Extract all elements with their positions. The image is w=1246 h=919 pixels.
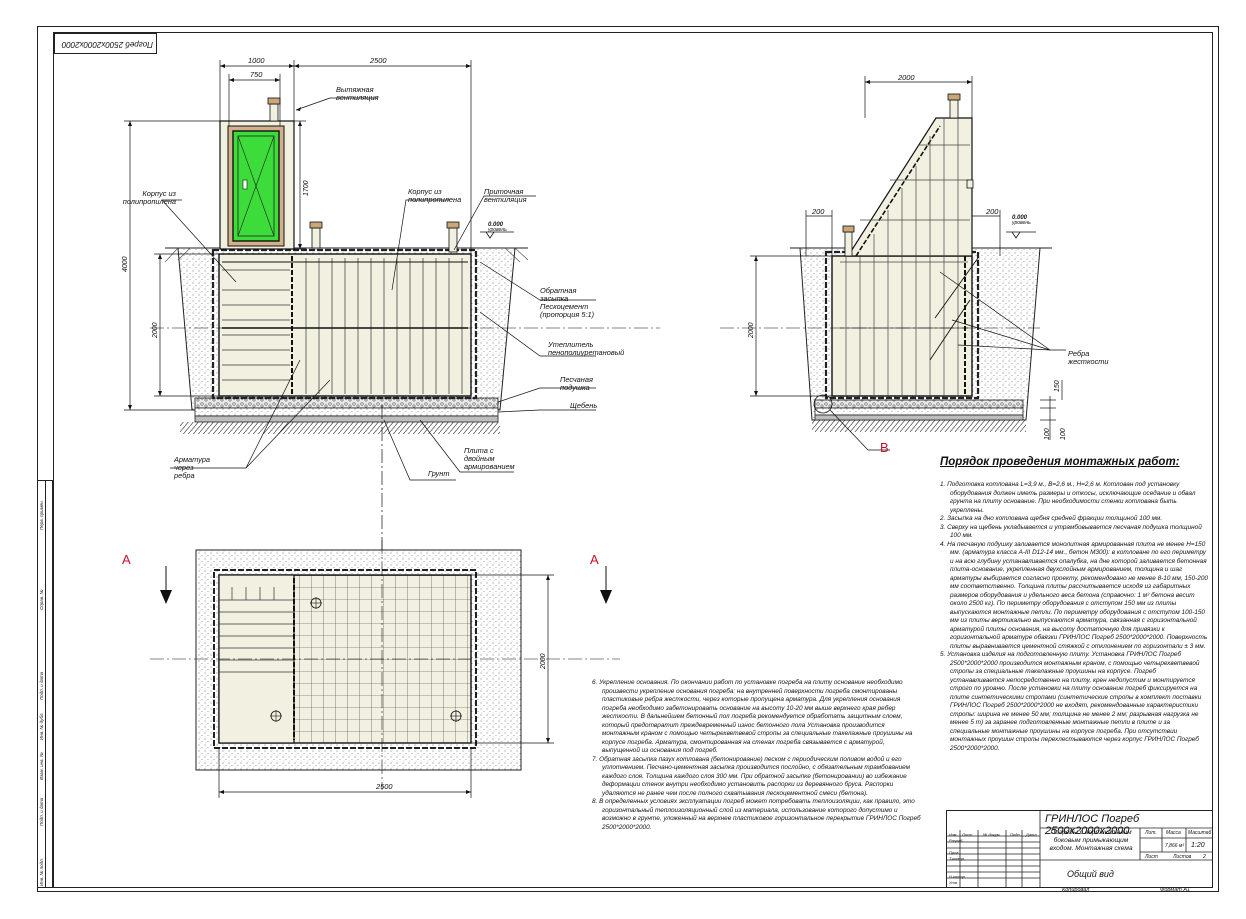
procedure-right: 1. Подготовка котлована L=3,9 м., B=2,6 … xyxy=(940,481,1210,754)
label-slab: Плита с двойным армированием xyxy=(464,446,515,472)
title-block-col-scale: Масштаб xyxy=(1188,830,1212,836)
title-block-row-0: Изм. xyxy=(949,832,958,837)
title-block-volume: 7,866 м³ xyxy=(1165,843,1184,849)
procedure-left: 6. Укрепление основания. По окончании ра… xyxy=(592,679,922,832)
title-block-col-lit: Лит. xyxy=(1145,830,1157,836)
label-supply-vent: Приточная вентиляция xyxy=(484,187,527,205)
side-strip-label-4: Подп. и дата xyxy=(39,671,44,700)
procedure-item-1: 1. Подготовка котлована L=3,9 м., B=2,6 … xyxy=(940,481,1196,514)
label-sand-cushion: Песчаная подушка xyxy=(560,375,593,393)
ground-hatch xyxy=(180,422,500,434)
dim-150: 150 xyxy=(1054,380,1061,392)
title-block-row-9: Утв. xyxy=(949,880,959,885)
label-exhaust-vent: Вытяжная вентиляция xyxy=(336,85,379,103)
title-block-row-8: Н.контр. xyxy=(949,874,966,879)
dim-200-b: 200 xyxy=(986,207,999,216)
title-block-grid xyxy=(946,810,1213,888)
dim-2000-right: 2000 xyxy=(748,322,755,338)
side-section-view xyxy=(150,76,1066,451)
dim-2500-top: 2500 xyxy=(370,56,387,65)
title-block-row-7: Т.контр. xyxy=(949,856,966,861)
dim-750: 750 xyxy=(250,70,263,79)
procedure-item-3: 3. Сверху на щебень укладывается и утрам… xyxy=(940,523,1202,540)
side-strip-label-1: Подп. и дата xyxy=(39,797,44,826)
side-strip-label-2: Взам. инв. № xyxy=(39,752,44,780)
level-left: 0.000 xyxy=(488,222,504,228)
procedure-item-5: 5. Установка изделия на подготовленную п… xyxy=(940,651,1202,752)
sand-layer xyxy=(194,407,499,417)
section-mark-a-left: А xyxy=(122,552,131,567)
supply-vent-pipe xyxy=(448,227,458,253)
title-block-row-4: Дата xyxy=(1026,832,1037,837)
title-block-col-mass: Масса xyxy=(1166,830,1181,836)
level-right: 0.000 xyxy=(1012,215,1028,221)
sheet-border xyxy=(37,26,1219,892)
label-body-pp-left: Корпус из полипропилена xyxy=(122,189,176,207)
side-strip-label-0: Инв. № подл. xyxy=(39,858,44,886)
label-rebar: Арматура через ребра xyxy=(174,455,211,481)
procedure-item-8: 8. В определенных условиях эксплуатации … xyxy=(592,798,921,831)
title-block-row-2: № докум. xyxy=(983,832,1001,837)
label-backfill: Обратная засыпка Пескоцемент (пропорция … xyxy=(540,286,595,320)
side-strip-2 xyxy=(37,480,46,888)
format-label: Формат А1 xyxy=(1160,887,1191,893)
title-block-sheet: Лист xyxy=(1145,854,1158,860)
slab-layer xyxy=(194,415,499,423)
title-block-row-3: Подп. xyxy=(1010,832,1021,837)
dim-200-a: 200 xyxy=(812,207,825,216)
title-block-row-1: Лист xyxy=(962,832,973,837)
level-right-sub: уровень xyxy=(1012,220,1031,226)
title-block-row-6: Пров. xyxy=(949,850,960,855)
label-insulation: Утеплитель пенополиуретановый xyxy=(548,340,625,358)
dim-1700: 1700 xyxy=(303,180,310,196)
drawing-frame xyxy=(53,32,1213,888)
gravel-layer xyxy=(194,397,499,409)
exhaust-vent-pipe xyxy=(269,103,279,122)
label-body-pp-center: Корпус из полипропилена xyxy=(408,187,462,205)
procedure-item-7: 7. Обратная засыпка пазух котлована (бет… xyxy=(592,755,911,797)
side-strip-label-3: Инв. № дубл. xyxy=(39,712,44,740)
procedure-item-4: 4. На песчаную подушку заливается моноли… xyxy=(940,540,1208,650)
side-strip-label-6: Перв. примен. xyxy=(39,500,44,530)
title-block-description: Погребы с вертикальным боковым примыкающ… xyxy=(1049,829,1133,852)
label-ground: Грунт xyxy=(428,469,450,478)
section-mark-b: В xyxy=(880,440,889,455)
procedure-heading: Порядок проведения монтажных работ: xyxy=(940,456,1180,468)
level-left-sub: уровень xyxy=(488,227,507,233)
label-gravel: Щебень xyxy=(570,401,598,410)
top-stamp: Погреб 2500х2000х2000 xyxy=(54,33,157,54)
front-section-view xyxy=(124,60,596,560)
dim-1000: 1000 xyxy=(248,56,265,65)
label-ribs: Ребра жесткости xyxy=(1068,349,1109,367)
title-block-row-5: Разраб. xyxy=(949,838,964,843)
section-mark-a-right: А xyxy=(590,552,599,567)
title-block-sheets-count: 2 xyxy=(1203,854,1206,860)
dim-100-b: 100 xyxy=(1060,428,1067,440)
side-strip-label-5: Справ. № xyxy=(39,589,44,610)
dim-2500-plan: 2500 xyxy=(376,782,393,791)
title-block-scale: 1:20 xyxy=(1191,842,1205,849)
title-block-sheets: Листов xyxy=(1173,854,1192,860)
title-block-title: ГРИНЛОС Погреб 2500х2000х2000 xyxy=(1045,813,1140,837)
procedure-item-6: 6. Укрепление основания. По окончании ра… xyxy=(592,679,913,755)
procedure-item-2: 2. Засыпка на дно котлована щебня средне… xyxy=(940,515,1163,523)
plan-view xyxy=(150,540,620,798)
dim-100-a: 100 xyxy=(1044,428,1051,440)
dim-2000-top-right: 2000 xyxy=(898,73,915,82)
dim-2000-plan: 2000 xyxy=(540,653,547,669)
insulation-outline xyxy=(211,248,478,400)
title-block: ГРИНЛОС Погреб 2500х2000х2000 Погребы с … xyxy=(946,810,1213,888)
dim-2000-left: 2000 xyxy=(152,322,159,338)
copied-label: Копировал xyxy=(1062,887,1090,893)
title-block-sheet-name: Общий вид xyxy=(1067,869,1114,879)
dim-4000: 4000 xyxy=(122,256,129,272)
